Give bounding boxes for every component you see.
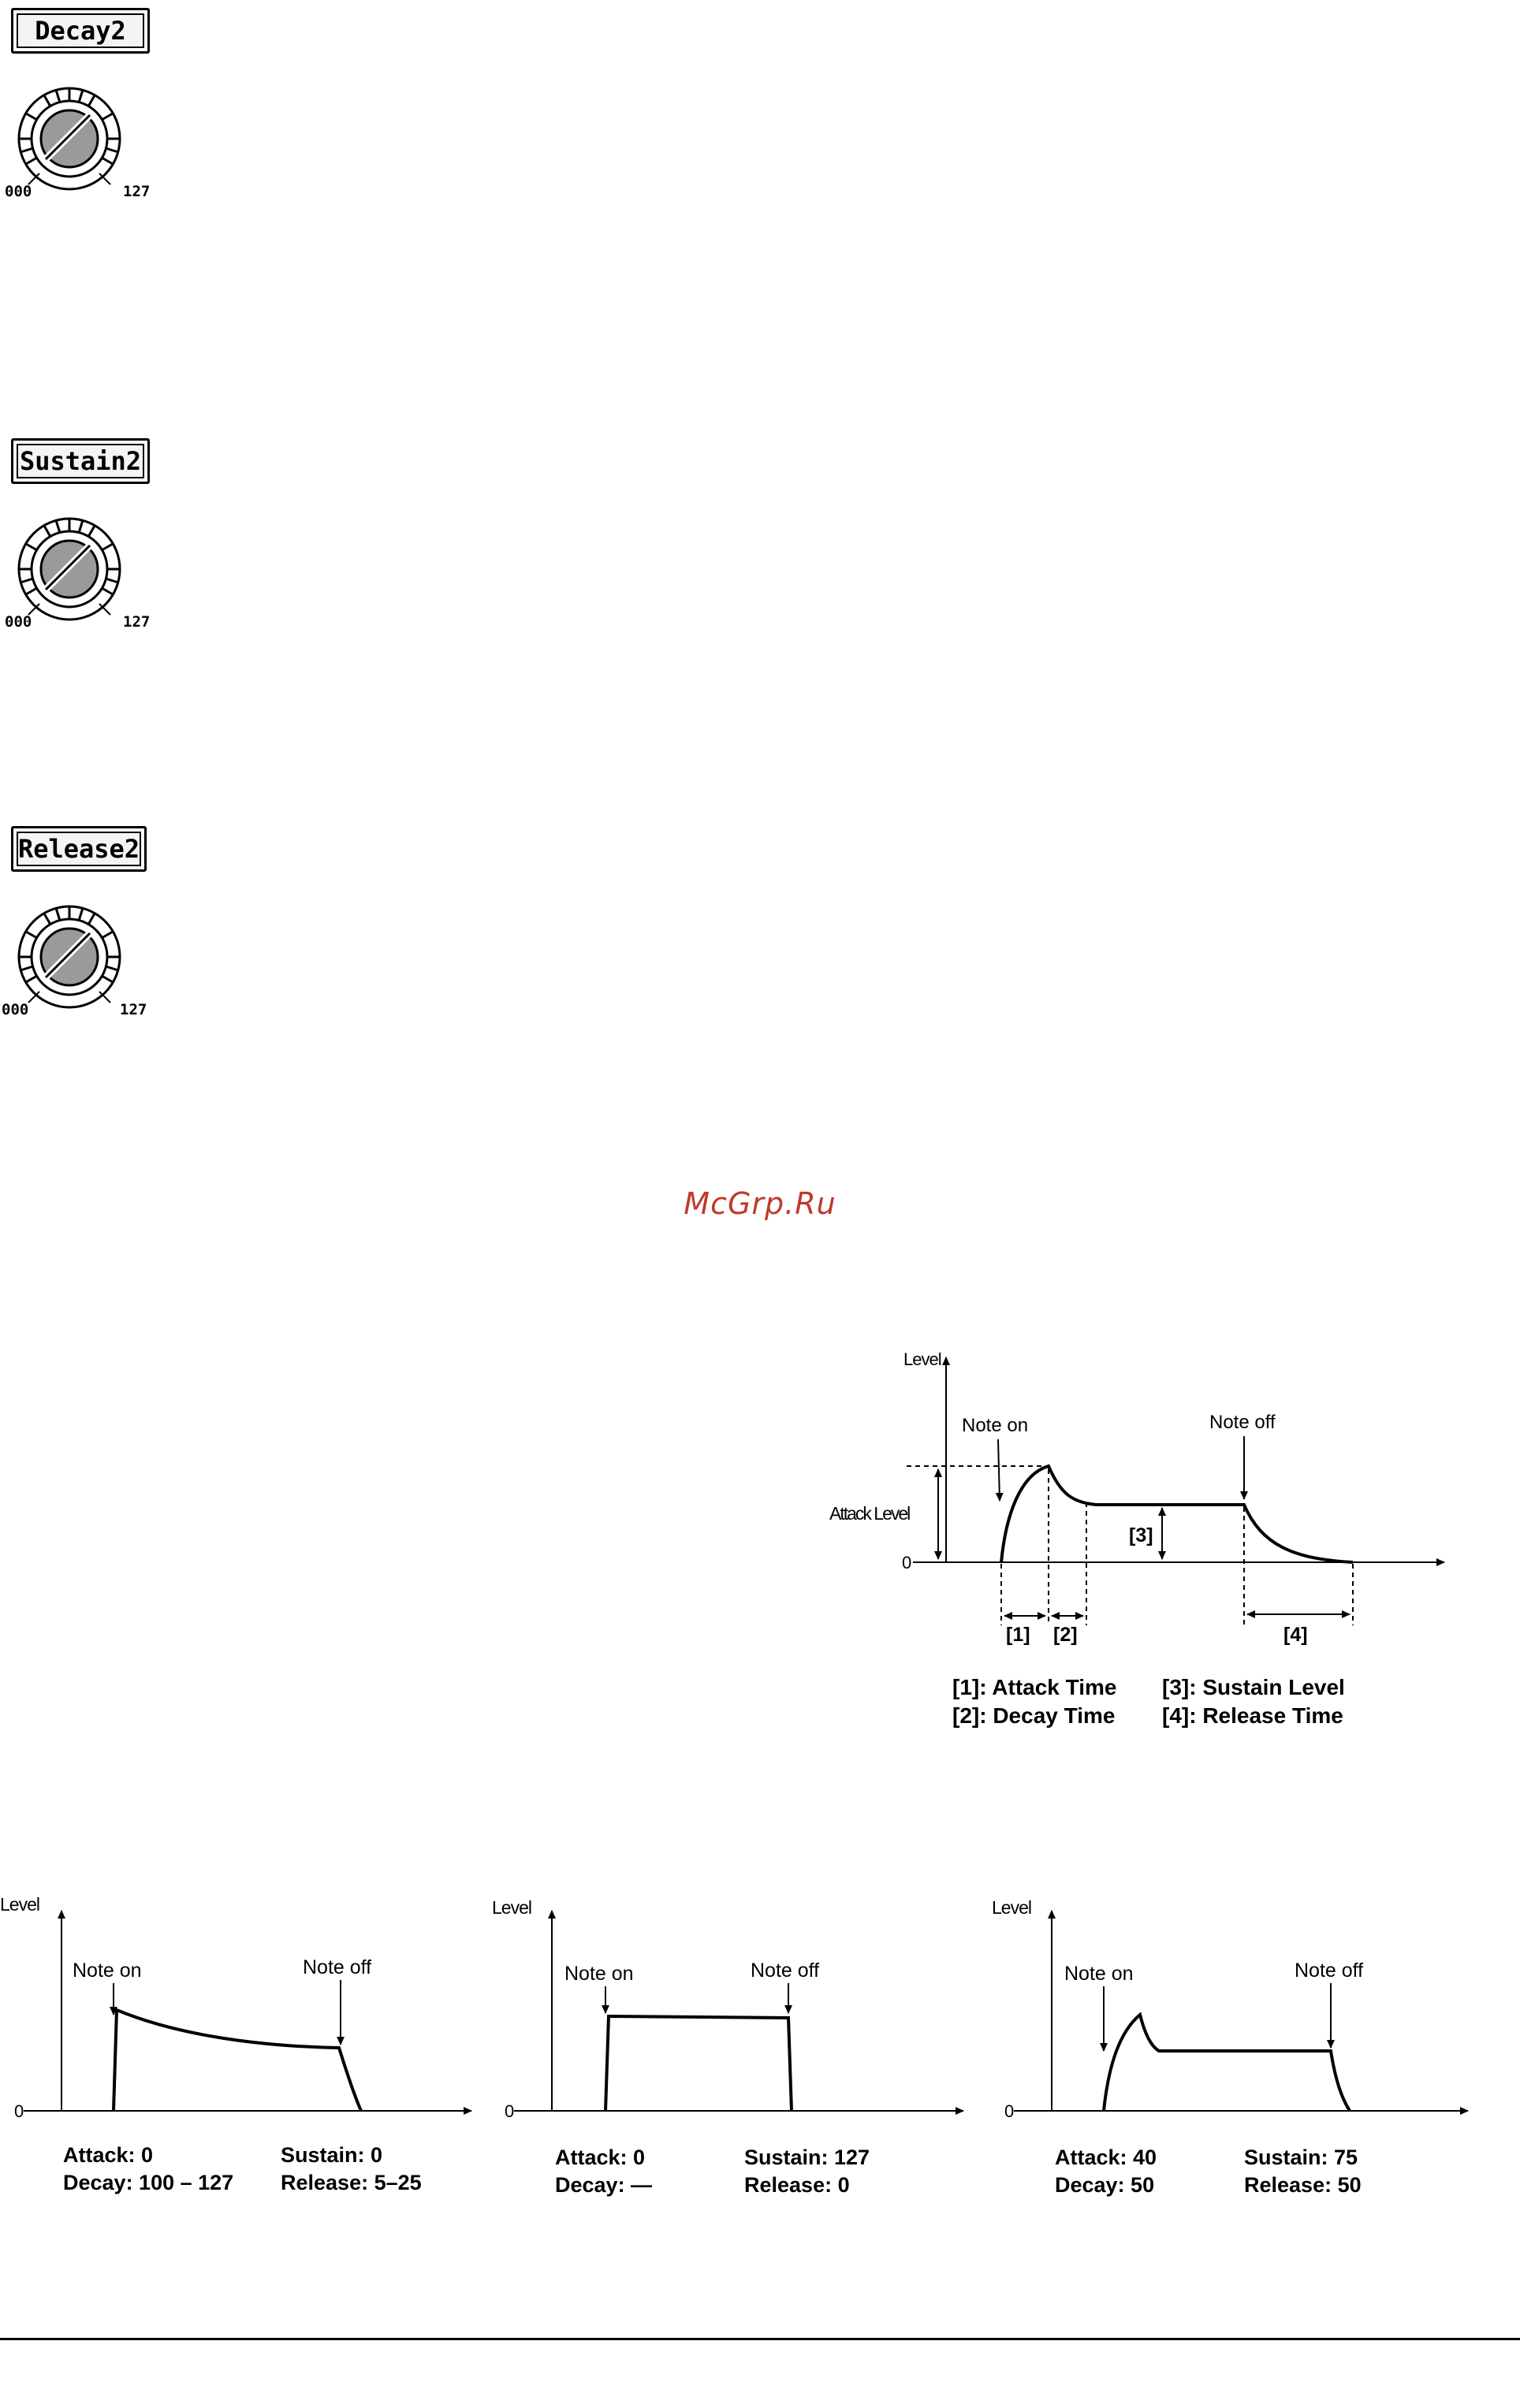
note-off-label: Note off [303, 1956, 371, 1978]
knob-min-label: 000 [2, 1001, 29, 1018]
lcd-label-decay2: Decay2 [11, 8, 150, 54]
envelope-curve [604, 2014, 793, 2112]
envelope-curve [1102, 2012, 1351, 2112]
zero-label: 0 [14, 2101, 24, 2121]
marker-3: [3] [1129, 1524, 1153, 1546]
attack-level-label: Attack Level [829, 1503, 910, 1524]
legend-decay-time: [2]: Decay Time [952, 1703, 1115, 1728]
decay-value: Decay: 100 – 127 [63, 2171, 233, 2194]
release-value: Release: 5–25 [281, 2171, 422, 2194]
envelope-curve [112, 2008, 363, 2112]
knob-max-label: 127 [123, 613, 151, 631]
knob-min-label: 000 [5, 183, 32, 200]
note-on-label: Note on [1064, 1963, 1134, 1985]
note-off-label: Note off [1295, 1960, 1363, 1982]
decay-value: Decay: — [555, 2173, 652, 2197]
lcd-label-release2: Release2 [11, 826, 147, 872]
attack-value: Attack: 0 [555, 2146, 645, 2169]
marker-2: [2] [1053, 1624, 1078, 1646]
zero-label: 0 [505, 2101, 514, 2121]
example-envelope-3: Level 0 Note on Note off Attack: 40 Deca… [992, 1897, 1469, 2197]
release-value: Release: 50 [1244, 2173, 1362, 2197]
sustain-value: Sustain: 127 [744, 2146, 870, 2169]
sustain-value: Sustain: 0 [281, 2143, 382, 2167]
watermark: McGrp.Ru [684, 1186, 836, 1221]
marker-1: [1] [1006, 1624, 1030, 1646]
marker-4: [4] [1283, 1624, 1308, 1646]
knob-max-label: 127 [123, 183, 151, 200]
lcd-label-sustain2: Sustain2 [11, 438, 150, 484]
knob-icon[interactable] [3, 902, 145, 1028]
note-on-label: Note on [962, 1415, 1028, 1436]
sustain-value: Sustain: 75 [1244, 2146, 1358, 2169]
example-envelope-2: Level 0 Note on Note off Attack: 0 Decay… [492, 1897, 964, 2197]
note-on-label: Note on [73, 1960, 142, 1982]
level-axis-label: Level [992, 1897, 1031, 1918]
note-off-label: Note off [1209, 1412, 1276, 1433]
zero-label: 0 [1004, 2101, 1014, 2121]
knob-icon[interactable] [3, 84, 145, 210]
example-envelope-1: Level 0 Note on Note off Attack: 0 Decay… [0, 1894, 472, 2194]
knob-icon[interactable] [3, 514, 145, 640]
knob-max-label: 127 [120, 1001, 147, 1018]
level-axis-label: Level [903, 1349, 941, 1369]
page-divider [0, 2338, 1520, 2340]
note-off-label: Note off [751, 1960, 819, 1982]
decay-value: Decay: 50 [1055, 2173, 1154, 2197]
knob-min-label: 000 [5, 613, 32, 631]
legend-attack-time: [1]: Attack Time [952, 1675, 1117, 1699]
legend-sustain-level: [3]: Sustain Level [1162, 1675, 1345, 1699]
note-on-label: Note on [564, 1963, 634, 1985]
attack-value: Attack: 0 [63, 2143, 153, 2167]
zero-label: 0 [902, 1553, 911, 1572]
envelope-curve [1000, 1464, 1354, 1564]
adsr-envelope-diagram: Level 0 Attack Level Note on Note off [3… [829, 1349, 1445, 1728]
legend-release-time: [4]: Release Time [1162, 1703, 1343, 1728]
level-axis-label: Level [0, 1894, 39, 1915]
level-axis-label: Level [492, 1897, 531, 1918]
attack-value: Attack: 40 [1055, 2146, 1157, 2169]
release-value: Release: 0 [744, 2173, 850, 2197]
